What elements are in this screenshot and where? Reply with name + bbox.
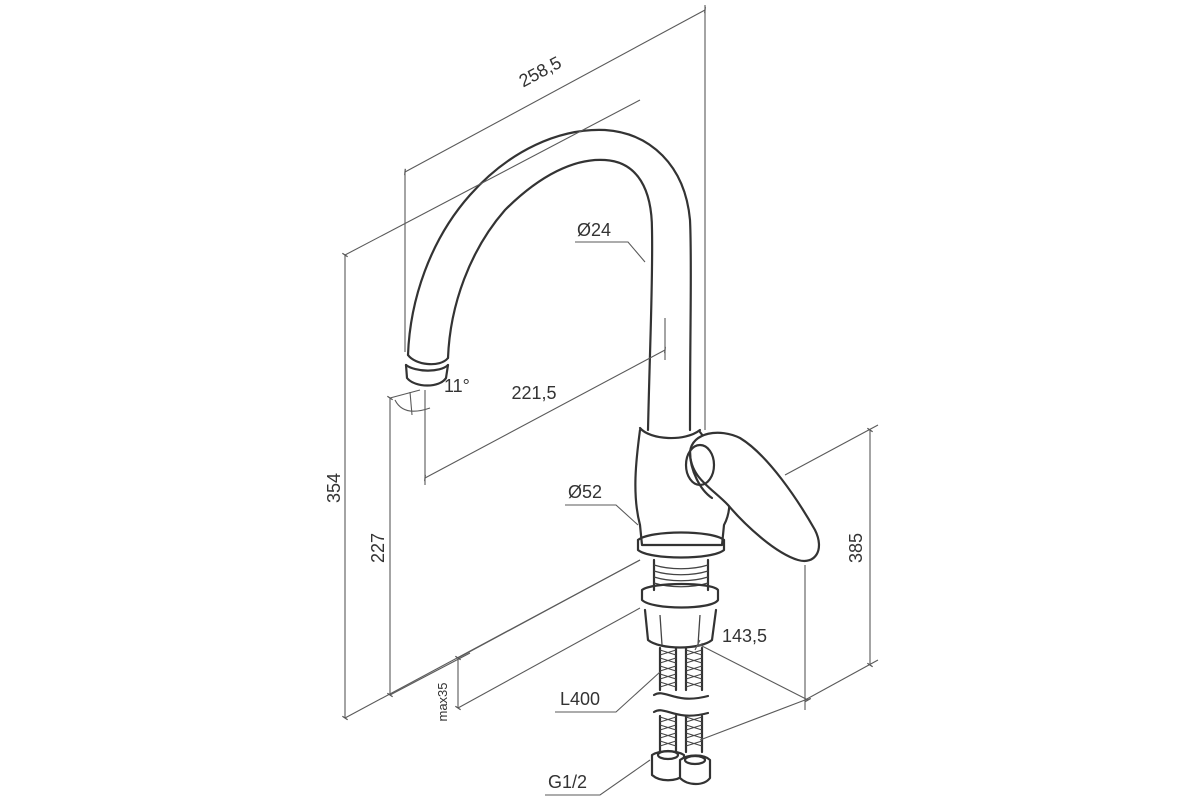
faucet-outline [404, 128, 821, 786]
outlet-angle-label: 11° [444, 376, 470, 396]
lever-reach-label: 143,5 [722, 626, 767, 646]
lever-handle [688, 431, 821, 563]
base-flange [636, 538, 726, 559]
supply-hoses [650, 646, 712, 786]
spout-outlet-rim [404, 363, 450, 372]
outlet-height-label: 227 [368, 533, 388, 563]
mounting-washer [640, 582, 720, 609]
spout-aerator [406, 353, 450, 366]
nut-facets [659, 614, 701, 646]
dimension-labels: 258,5 Ø24 11° 221,5 354 227 Ø52 385 143,… [324, 52, 866, 792]
stem-threads [653, 564, 709, 588]
mounting-nut [643, 608, 718, 649]
lever-cap [684, 443, 716, 487]
lever-height-label: 385 [846, 533, 866, 563]
base-diameter-label: Ø52 [568, 482, 602, 502]
hose-length-label: L400 [560, 689, 600, 709]
base-flange-top [636, 531, 726, 542]
connection-thread-label: G1/2 [548, 772, 587, 792]
outlet-offset-label: 221,5 [511, 383, 556, 403]
dimension-lines [342, 5, 879, 796]
max-countertop-label: max35 [435, 682, 450, 721]
lever-joint [688, 450, 714, 500]
spout-reach-label: 258,5 [516, 52, 565, 91]
total-height-label: 354 [324, 473, 344, 503]
spout-diameter-label: Ø24 [577, 220, 611, 240]
